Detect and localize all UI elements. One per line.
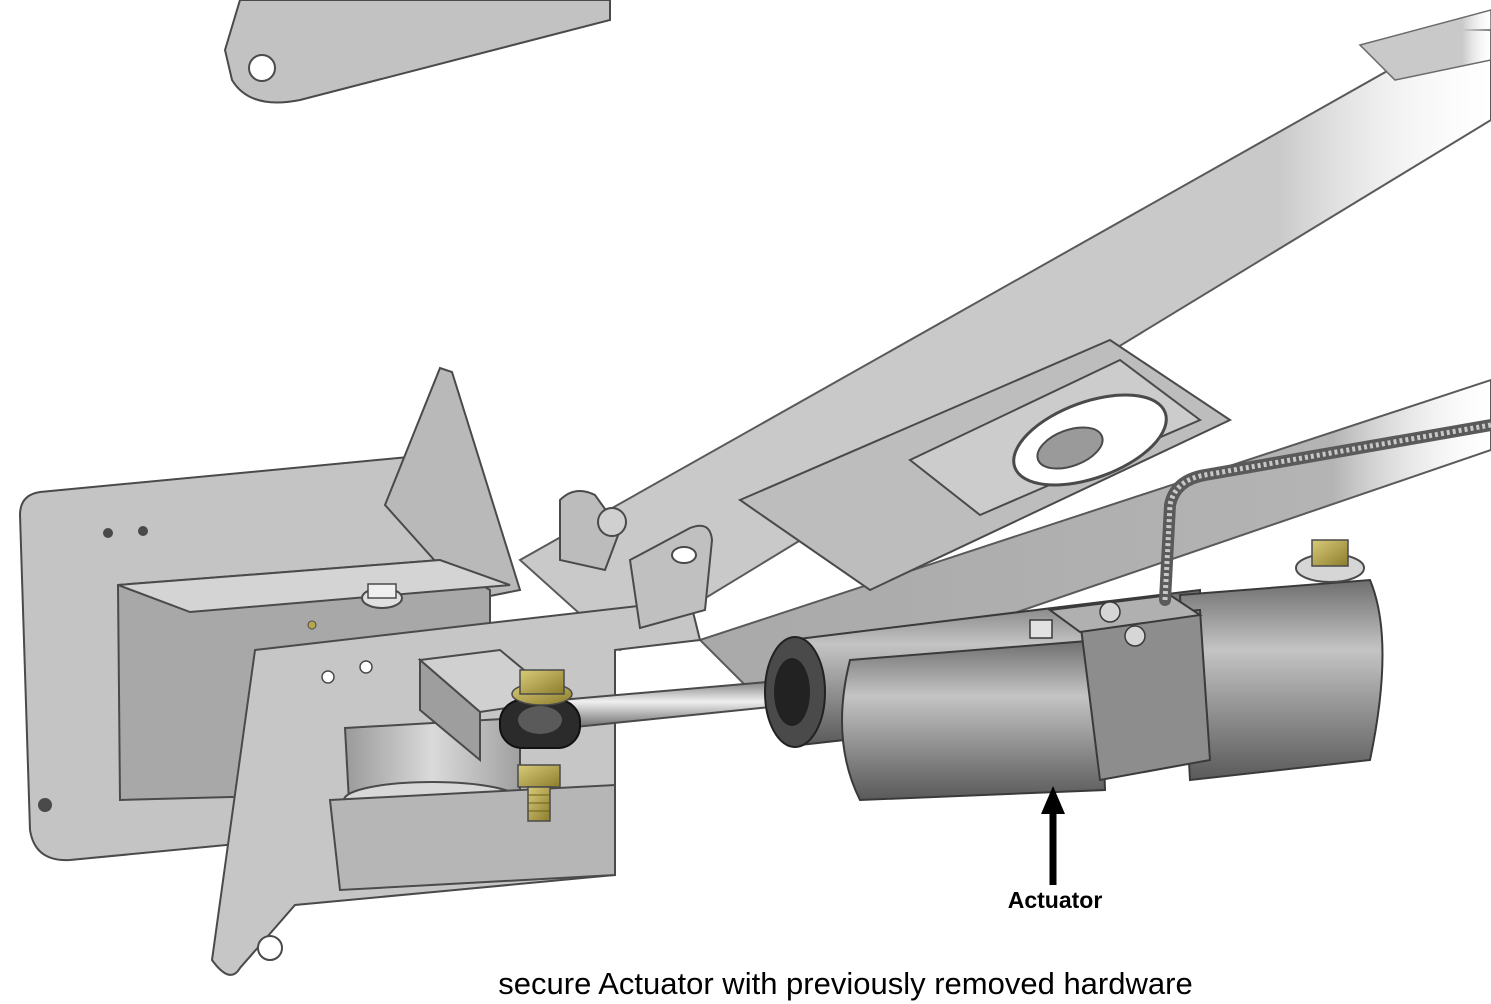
right-hex-bolt [1311, 539, 1349, 567]
upper-bracket [223, 0, 611, 104]
actuator-motor-front [841, 638, 1107, 802]
threaded-stud [527, 786, 551, 822]
actuator-callout-label: Actuator [1007, 887, 1103, 913]
actuator-motor-rear [1178, 578, 1384, 782]
upper-bracket-hole [248, 54, 276, 82]
callout-arrow-head [1041, 786, 1065, 814]
lower-nut [517, 764, 561, 788]
instruction-caption: secure Actuator with previously removed … [498, 966, 1193, 1001]
upper-hex-bolt [519, 669, 565, 695]
